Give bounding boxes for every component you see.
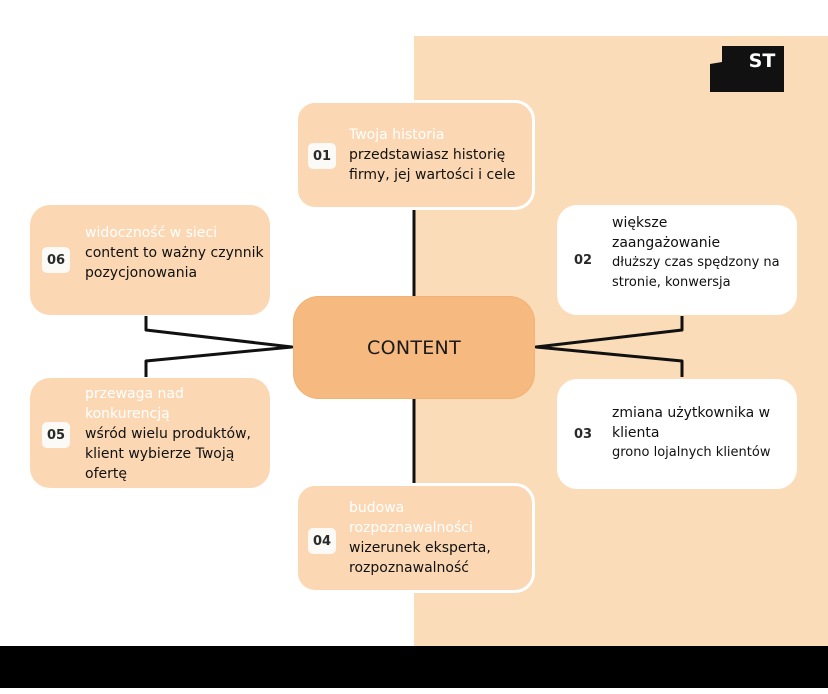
- node-title: widoczność w sieci: [85, 225, 218, 241]
- node-title: Twoja historia: [349, 127, 445, 143]
- node-05: 05 przewaga nad konkurencją wśród wielu …: [30, 378, 270, 488]
- node-number: 05: [42, 422, 70, 448]
- node-01: 01 Twoja historia przedstawiasz historię…: [295, 100, 535, 210]
- node-title: budowa rozpoznawalności: [349, 500, 473, 536]
- node-description: wśród wielu produktów, klient wybierze T…: [85, 426, 251, 482]
- node-02: 02 większe zaangażowanie dłuższy czas sp…: [557, 205, 797, 315]
- logo-text: ST: [748, 50, 776, 72]
- node-description: content to ważny czynnik pozycjonowania: [85, 245, 264, 281]
- node-title: przewaga nad konkurencją: [85, 386, 184, 422]
- node-06: 06 widoczność w sieci content to ważny c…: [30, 205, 270, 315]
- node-title: zmiana użytkownika w klienta: [612, 405, 771, 441]
- center-node: CONTENT: [293, 296, 535, 399]
- logo-icon: [710, 46, 784, 92]
- node-description: wizerunek eksperta, rozpoznawalność: [349, 540, 491, 576]
- bottom-bar: [0, 646, 828, 688]
- node-04: 04 budowa rozpoznawalności wizerunek eks…: [295, 483, 535, 593]
- node-number: 06: [42, 247, 70, 273]
- node-number: 04: [308, 528, 336, 554]
- node-number: 02: [569, 247, 597, 273]
- node-03: 03 zmiana użytkownika w klienta grono lo…: [557, 379, 797, 489]
- node-number: 01: [308, 143, 336, 169]
- node-description: dłuższy czas spędzony na stronie, konwer…: [612, 255, 780, 290]
- node-title: większe zaangażowanie: [612, 215, 721, 251]
- node-description: grono lojalnych klientów: [612, 445, 771, 460]
- center-label: CONTENT: [367, 336, 461, 359]
- node-number: 03: [569, 421, 597, 447]
- node-description: przedstawiasz historię firmy, jej wartoś…: [349, 147, 516, 183]
